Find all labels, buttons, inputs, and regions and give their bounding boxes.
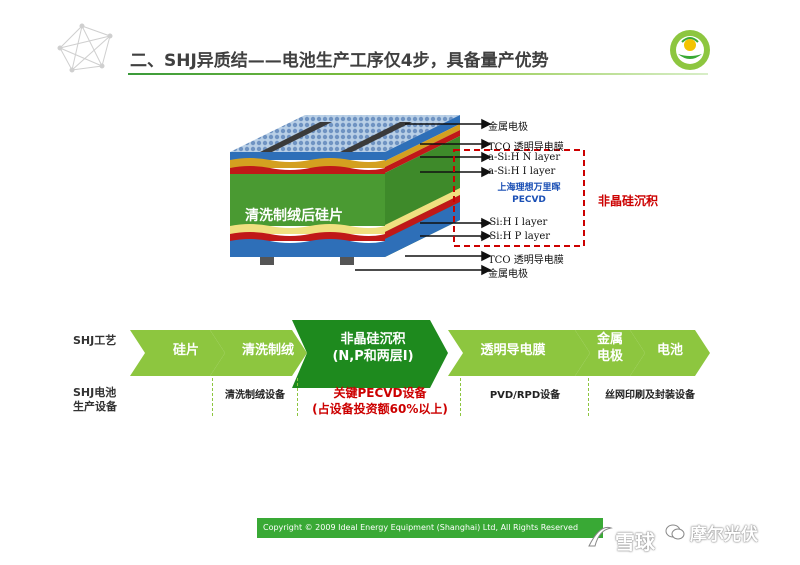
- equipment-printing: 丝网印刷及封装设备: [605, 390, 695, 401]
- shj-cell-diagram: [230, 115, 585, 276]
- equipment-pecvd: 关键PECVD设备 (占设备投资额60%以上): [312, 386, 448, 416]
- amorphous-deposition-label: 非晶硅沉积: [598, 194, 659, 208]
- shj-process-row-label: SHJ工艺: [73, 334, 117, 347]
- step-cell: 电池: [656, 343, 683, 358]
- watermark-account: 摩尔光伏: [690, 525, 758, 545]
- separator: [460, 378, 461, 416]
- step-cleaning: 清洗制绒: [241, 343, 294, 358]
- pecvd-vendor: 上海理想万里晖 PECVD: [497, 183, 561, 205]
- i-layer-bottom-label: a-Si:H I layer: [480, 217, 548, 228]
- n-layer-label: a-Si:H N layer: [488, 152, 561, 163]
- metal-bottom-label: 金属电极: [488, 269, 528, 280]
- company-logo-icon: [670, 30, 710, 70]
- title-underline: [128, 73, 708, 75]
- tco-bottom-label: TCO 透明导电膜: [488, 255, 564, 266]
- step-wafer: 硅片: [172, 343, 199, 358]
- step-amorphous: 非晶硅沉积 (N,P和两层I): [332, 332, 414, 364]
- page-title: 二、SHJ异质结——电池生产工序仅4步，具备量产优势: [130, 51, 549, 71]
- separator: [588, 378, 589, 416]
- p-layer-label: a-Si:H P layer: [480, 231, 551, 242]
- step-tco: 透明导电膜: [480, 343, 546, 358]
- process-chevrons: [130, 320, 710, 388]
- geometric-decoration: [57, 23, 113, 73]
- wafer-label: 清洗制绒后硅片: [245, 208, 343, 224]
- tco-top-label: TCO 透明导电膜: [488, 142, 564, 153]
- step-metal: 金属 电极: [596, 332, 623, 364]
- separator: [297, 378, 298, 416]
- equipment-cleaning: 清洗制绒设备: [225, 390, 285, 401]
- snowball-logo-icon: [588, 526, 613, 547]
- separator: [212, 378, 213, 416]
- watermark-snowball: 雪球: [615, 530, 655, 554]
- equipment-row-label: SHJ电池 生产设备: [73, 386, 117, 413]
- copyright-footer: Copyright © 2009 Ideal Energy Equipment …: [257, 518, 603, 538]
- i-layer-top-label: a-Si:H I layer: [488, 166, 556, 177]
- equipment-pvd: PVD/RPD设备: [489, 390, 561, 401]
- wechat-icon: [665, 524, 685, 540]
- metal-top-label: 金属电极: [488, 122, 528, 133]
